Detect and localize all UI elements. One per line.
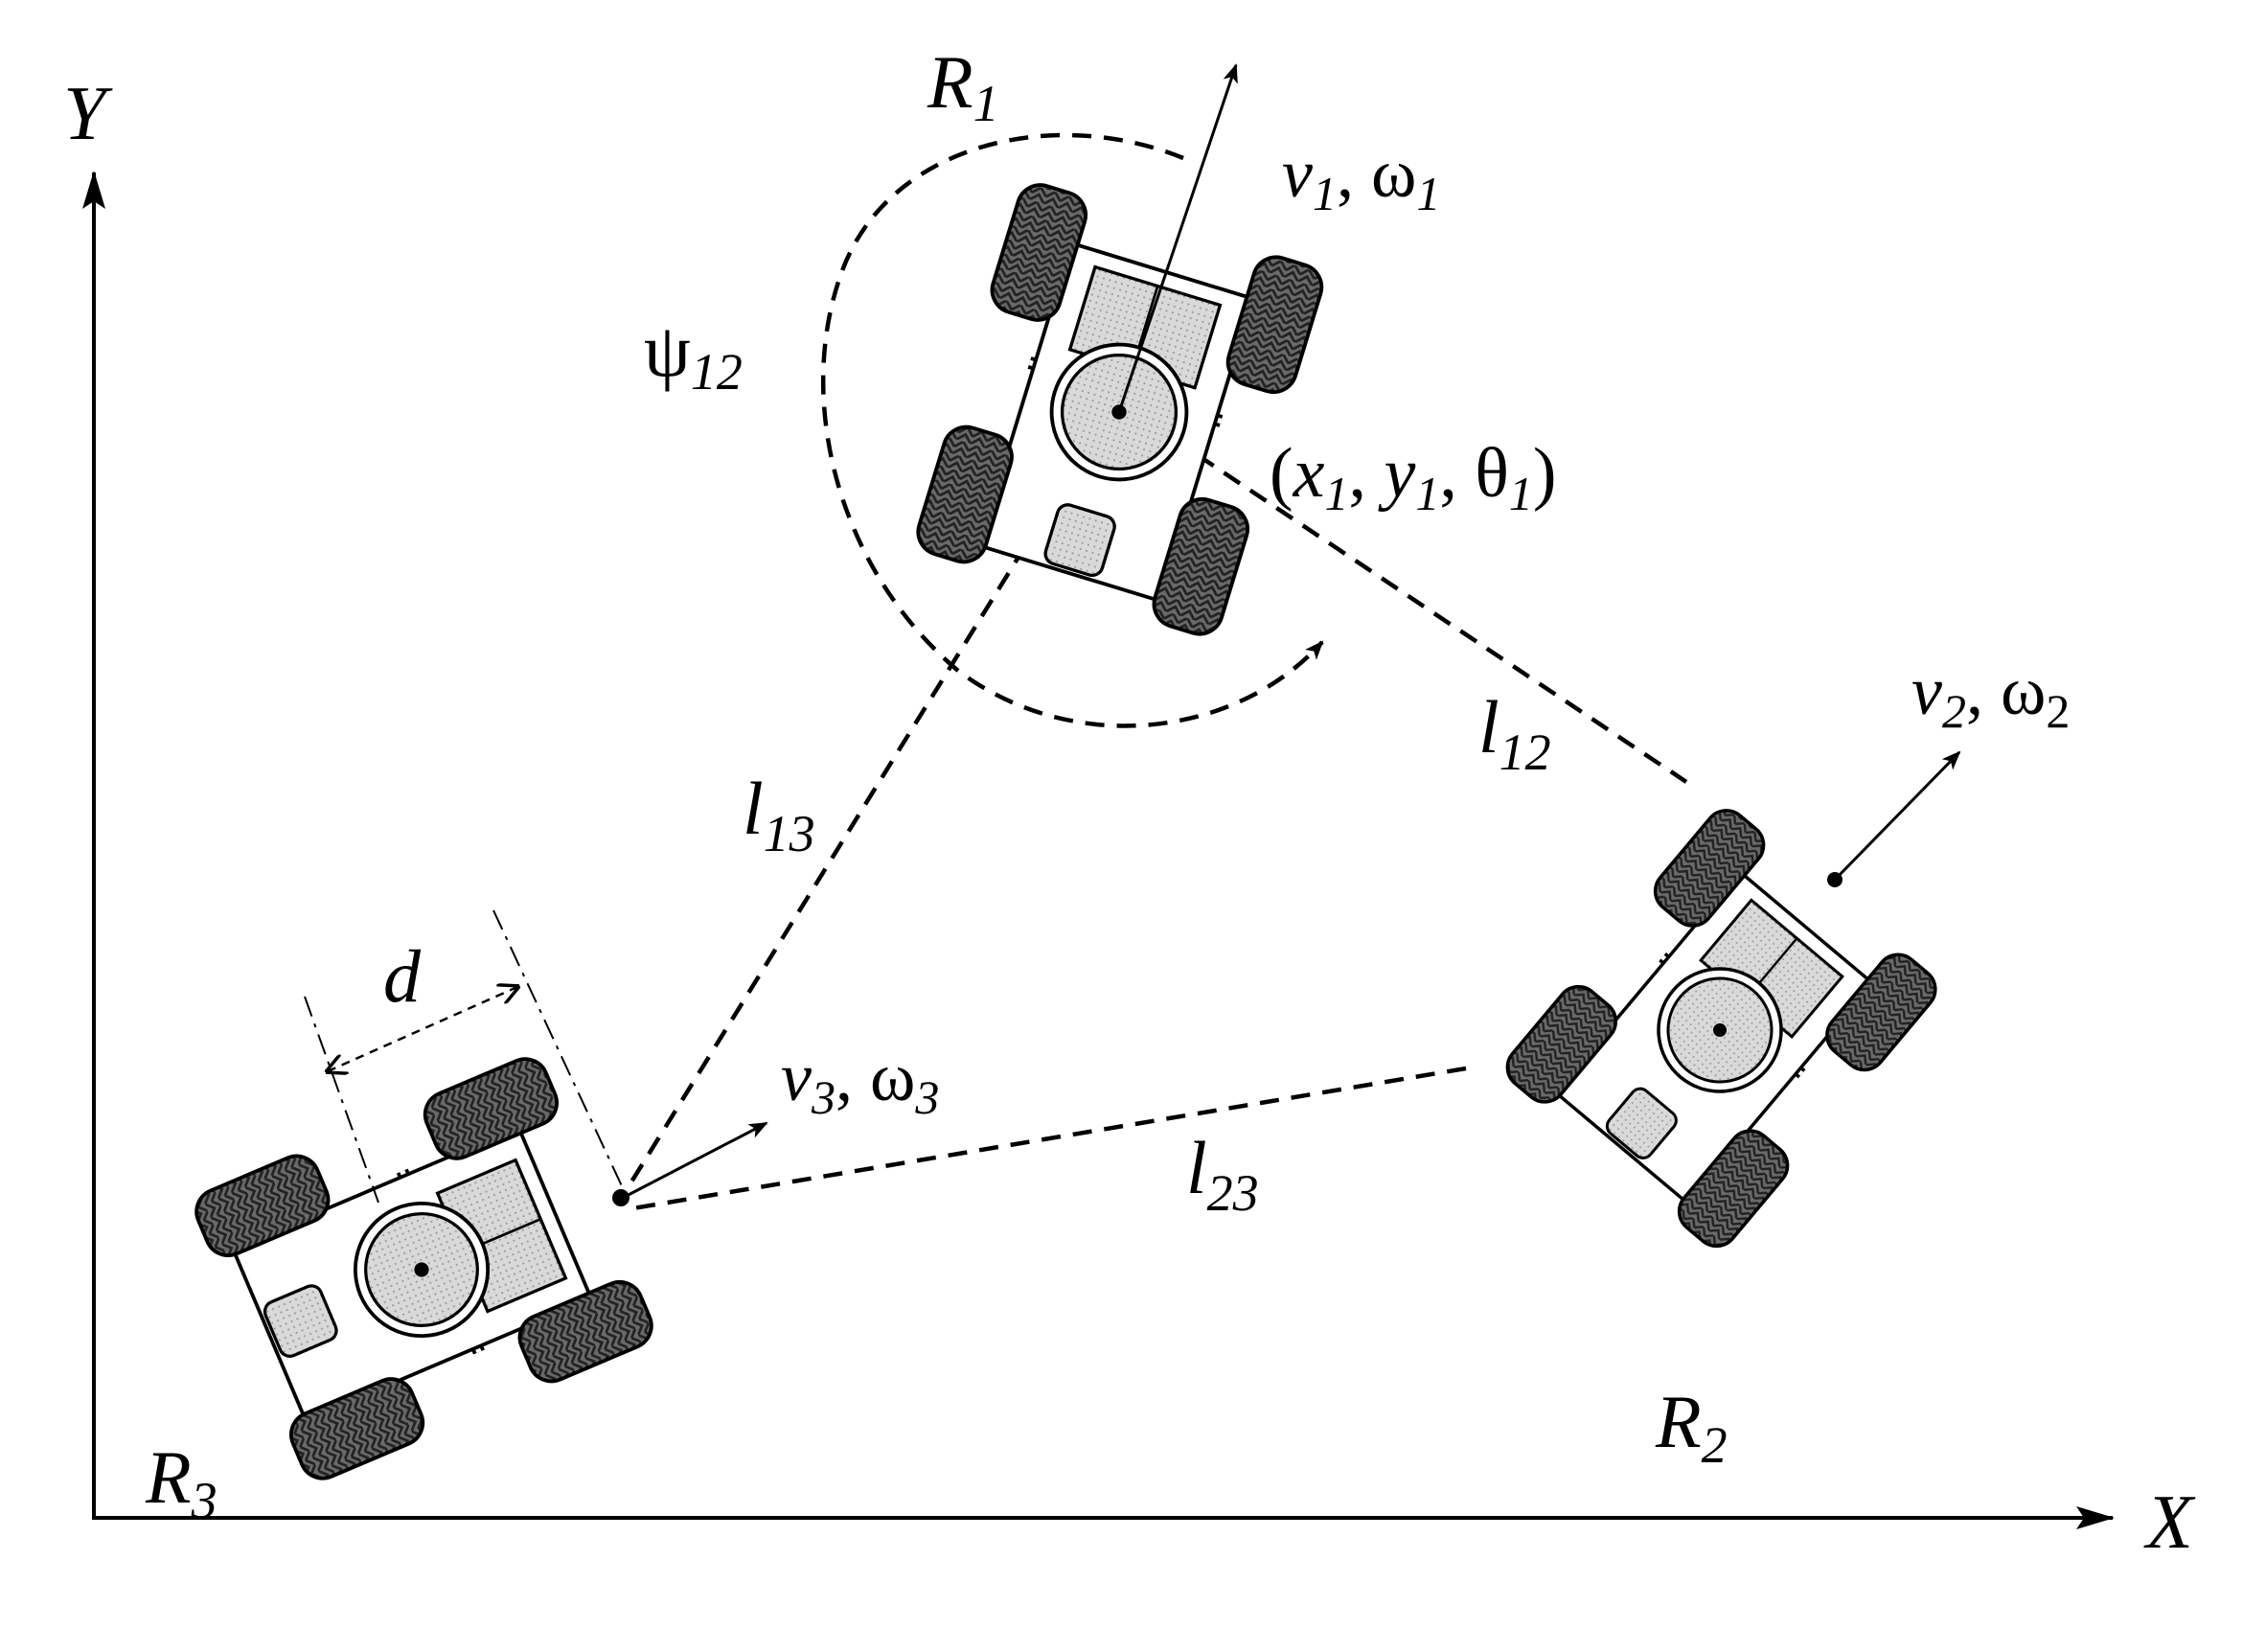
width-label-d: d [383,934,422,1018]
robot-r2 [1499,802,1943,1254]
velocity-label-r3: v3, ω3 [781,1039,939,1124]
distance-line-l12 [1196,453,1688,784]
front-point-r2 [1827,872,1842,887]
robot-label-r2: R2 [1655,1380,1728,1474]
angle-arc-psi12 [820,132,1324,728]
distance-label-l13: l13 [743,767,815,862]
y-axis-label: Y [63,72,113,156]
robot-r3 [190,1052,658,1485]
dimension-guide-left [304,996,379,1204]
velocity-label-r2: v2, ω2 [1911,653,2070,738]
x-axis-label: X [2143,1480,2196,1565]
distance-line-l13 [621,544,1027,1198]
velocity-label-r1: v1, ω1 [1282,135,1440,220]
angle-label-psi12: ψ12 [644,309,743,401]
dimension-d [328,987,517,1071]
robot-label-r1: R1 [927,40,999,132]
heading-arrow-r1 [1117,63,1238,413]
distance-line-l23 [627,1066,1467,1212]
robot-label-r3: R3 [145,1435,217,1529]
pose-label-r1: (x1, y1, θ1) [1270,434,1556,520]
heading-arrow-r3 [622,1121,768,1200]
distance-label-l23: l23 [1186,1126,1259,1222]
dimension-guide-right [492,909,624,1189]
front-point-r3 [612,1189,629,1206]
distance-label-l12: l12 [1478,685,1551,781]
heading-arrow-r2 [1833,750,1961,882]
